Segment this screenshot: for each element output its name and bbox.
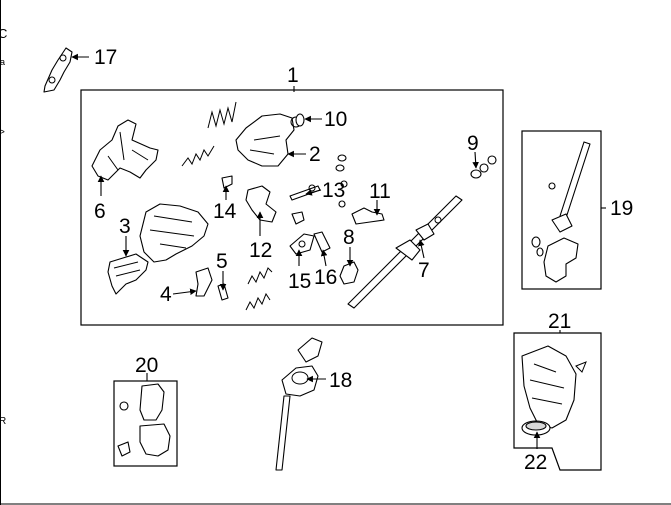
central-fasteners	[291, 154, 348, 225]
callout-4: 4	[160, 283, 172, 306]
part-7-main-shaft	[347, 195, 463, 309]
callout-labels: 1 17 10 2 6 3 4 5 14 12 13 11 8 15 16 7 …	[94, 46, 633, 474]
part-19-intermediate-shaft	[531, 141, 591, 373]
callout-19: 19	[610, 197, 633, 220]
part-4-lever	[195, 267, 213, 297]
callout-20: 20	[135, 354, 158, 377]
callout-17: 17	[94, 46, 117, 69]
part-17-bracket	[43, 47, 73, 93]
part-20-switch-body	[117, 383, 171, 457]
spring-top	[207, 101, 237, 129]
leader-7	[418, 239, 425, 259]
spring-bottom	[245, 292, 271, 311]
part-12-lever	[245, 185, 277, 223]
spring-lower	[247, 267, 273, 285]
edge-mark-1: C	[0, 26, 7, 41]
part-13-pin	[289, 184, 321, 201]
switch-body-box	[113, 380, 178, 467]
callout-1: 1	[287, 64, 299, 87]
callout-11: 11	[369, 180, 391, 203]
callout-6: 6	[94, 200, 106, 223]
edge-mark-3: >	[0, 127, 5, 138]
callout-7: 7	[418, 259, 430, 282]
callout-18: 18	[329, 369, 352, 392]
part-18-lower-shaft	[275, 337, 323, 471]
callout-22: 22	[524, 451, 547, 474]
callout-10: 10	[324, 108, 347, 131]
leader-4	[172, 288, 197, 296]
edge-mark-2: a	[0, 57, 5, 67]
part-14-bolt	[221, 175, 233, 189]
part-8-bushing	[339, 261, 359, 285]
callout-5: 5	[216, 250, 228, 273]
callout-8: 8	[343, 226, 355, 249]
boot-box	[513, 332, 602, 471]
callout-15: 15	[288, 270, 311, 293]
callout-13: 13	[322, 179, 345, 202]
part-2-tilt-bracket	[235, 113, 302, 167]
leader-16	[320, 249, 328, 267]
part-11-lever	[351, 207, 385, 225]
callout-14: 14	[213, 200, 237, 223]
callout-9: 9	[467, 132, 479, 155]
edge-mark-4: R	[0, 416, 6, 427]
part-9-bushings	[470, 155, 497, 179]
part-15-bracket	[289, 233, 315, 255]
callout-21: 21	[548, 310, 571, 333]
leader-9	[472, 151, 479, 169]
callout-16: 16	[314, 266, 337, 289]
callout-2: 2	[309, 143, 321, 166]
spring-mid	[181, 145, 215, 167]
leader-13	[305, 189, 322, 196]
column-assembly-box	[80, 89, 504, 326]
part-3-column-shell	[107, 203, 209, 295]
part-22-grommet	[521, 420, 551, 436]
intermediate-shaft-box	[521, 130, 602, 290]
callout-12: 12	[249, 239, 272, 262]
leader-lines	[71, 53, 606, 449]
part-16-link	[313, 231, 331, 253]
part-21-boot	[521, 345, 577, 429]
part-6-housing	[91, 119, 159, 181]
callout-3: 3	[119, 215, 131, 238]
part-10-clip	[295, 113, 305, 127]
